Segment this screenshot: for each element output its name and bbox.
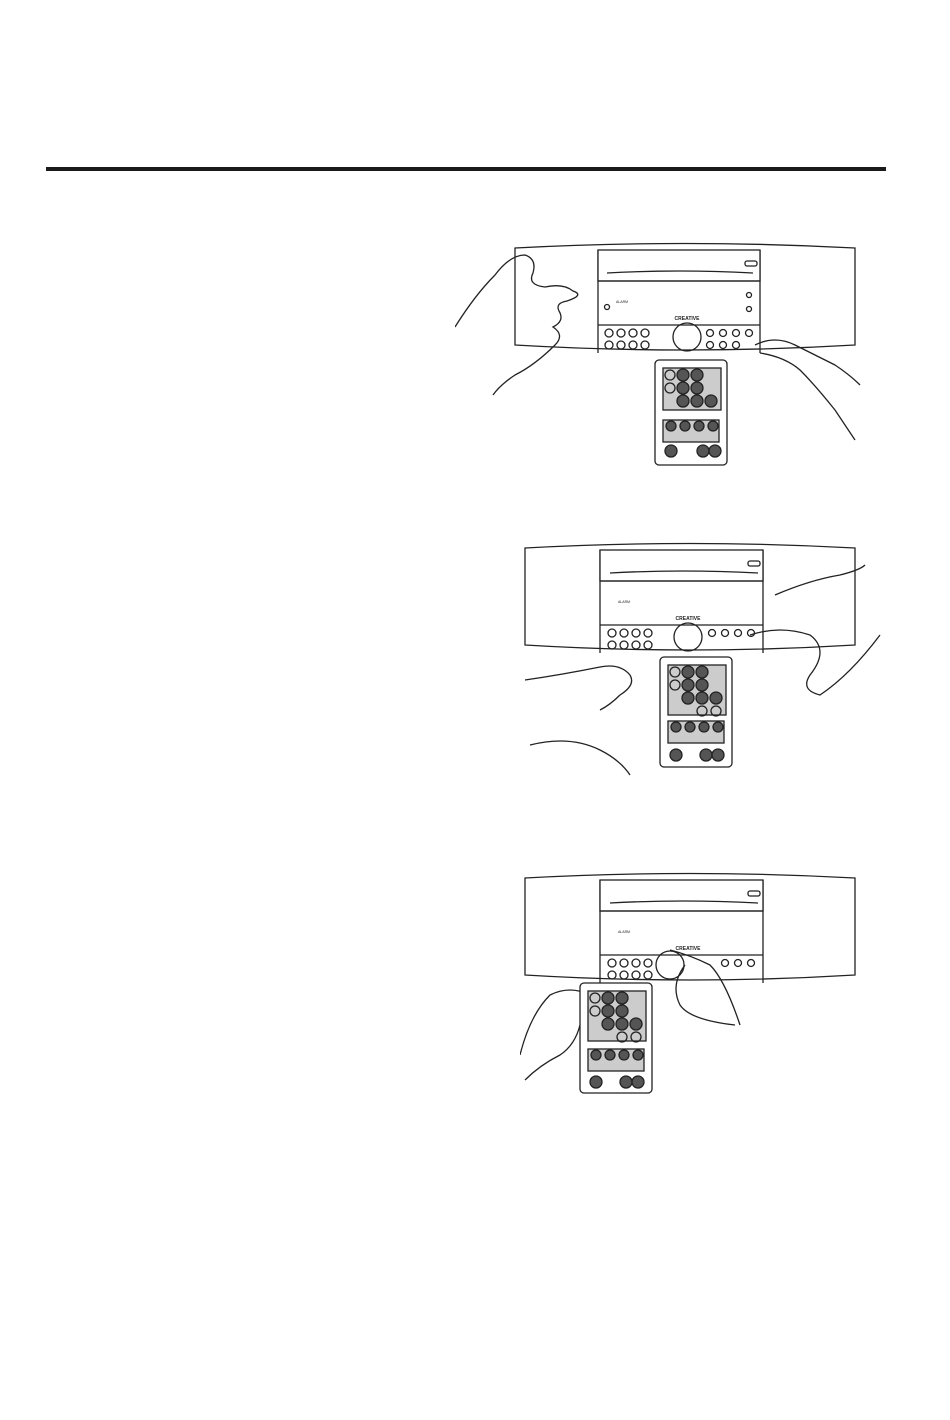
remote-control bbox=[580, 983, 652, 1093]
figure-2-unit-and-remote: CREATIVE ALARM bbox=[520, 535, 890, 780]
speaker-unit bbox=[525, 874, 855, 984]
right-hand-illustration bbox=[755, 340, 860, 440]
speaker-unit bbox=[525, 544, 855, 654]
brand-label: CREATIVE bbox=[676, 946, 702, 952]
left-hand-illustration bbox=[525, 666, 632, 775]
alarm-label: ALARM bbox=[618, 600, 630, 604]
section-header-rule bbox=[46, 167, 886, 171]
figure-3-unit-and-remote: CREATIVE ALARM bbox=[520, 865, 860, 1095]
remote-control bbox=[660, 657, 732, 767]
alarm-label: ALARM bbox=[616, 300, 628, 304]
brand-label: CREATIVE bbox=[675, 316, 701, 322]
brand-label: CREATIVE bbox=[676, 616, 702, 622]
figure-1-unit-and-remote: CREATIVE ALARM bbox=[455, 235, 865, 470]
speaker-unit bbox=[515, 244, 855, 354]
remote-control bbox=[655, 360, 727, 465]
alarm-label: ALARM bbox=[618, 930, 630, 934]
